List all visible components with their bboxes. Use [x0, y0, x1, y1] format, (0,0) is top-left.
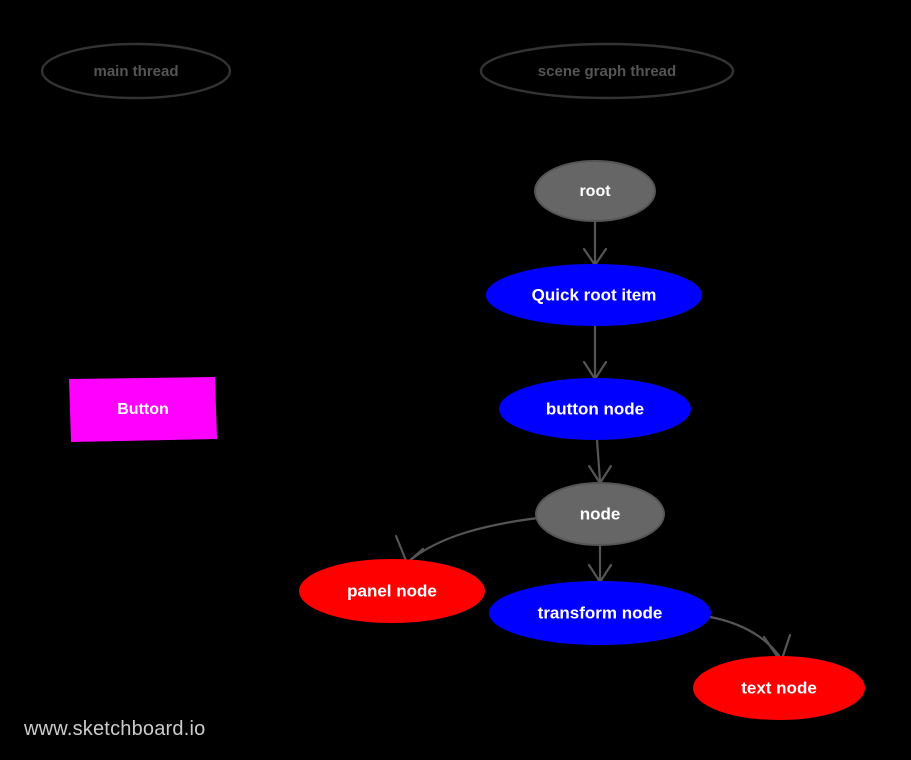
edge-line	[708, 615, 784, 662]
edge-quick-root-item-to-button-node[interactable]	[582, 324, 608, 381]
node-label-transform-node: transform node	[538, 603, 663, 622]
node-label-quick-root-item: Quick root item	[532, 285, 657, 304]
edge-root-to-quick-root-item[interactable]	[582, 220, 608, 267]
node-label-button-node: button node	[546, 399, 644, 418]
node-label-panel-node: panel node	[347, 581, 437, 600]
edge-node-to-transform-node[interactable]	[587, 543, 613, 584]
node-quick-root-item[interactable]: Quick root item	[486, 264, 702, 326]
node-ellipse-node	[535, 482, 665, 546]
lane-label-scene-graph-thread: scene graph thread	[538, 63, 676, 80]
lane-ellipse-main-thread	[40, 42, 232, 100]
node-label-root: root	[579, 183, 611, 200]
node-label-text-node: text node	[741, 678, 817, 697]
edge-transform-node-to-text-node[interactable]	[708, 615, 792, 664]
node-ellipse-quick-root-item	[486, 264, 702, 326]
lane-ellipse-scene-graph-thread	[479, 42, 735, 100]
node-ellipse-transform-node	[489, 581, 711, 645]
lane-main-thread[interactable]: main thread	[40, 42, 232, 100]
node-label-node: node	[580, 504, 621, 523]
arrow-head-icon	[394, 534, 425, 565]
edge-button-node-to-node[interactable]	[587, 438, 613, 485]
node-node[interactable]: node	[535, 482, 665, 546]
button-rect-shape	[68, 376, 218, 443]
shape-label-button: Button	[117, 401, 169, 418]
edge-line	[406, 516, 540, 564]
node-ellipse-button-node	[499, 378, 691, 440]
lane-label-main-thread: main thread	[93, 63, 178, 80]
lane-scene-graph-thread[interactable]: scene graph thread	[479, 42, 735, 100]
node-transform-node[interactable]: transform node	[489, 581, 711, 645]
watermark-label: www.sketchboard.io	[23, 718, 205, 740]
node-text-node[interactable]: text node	[693, 656, 865, 720]
node-button-node[interactable]: button node	[499, 378, 691, 440]
node-ellipse-text-node	[693, 656, 865, 720]
node-root[interactable]: root	[534, 160, 656, 222]
node-ellipse-root	[534, 160, 656, 222]
node-ellipse-panel-node	[299, 559, 485, 623]
node-panel-node[interactable]: panel node	[299, 559, 485, 623]
shape-button[interactable]: Button	[68, 376, 218, 443]
edge-node-to-panel-node[interactable]	[394, 516, 540, 565]
edge-line	[595, 438, 602, 483]
